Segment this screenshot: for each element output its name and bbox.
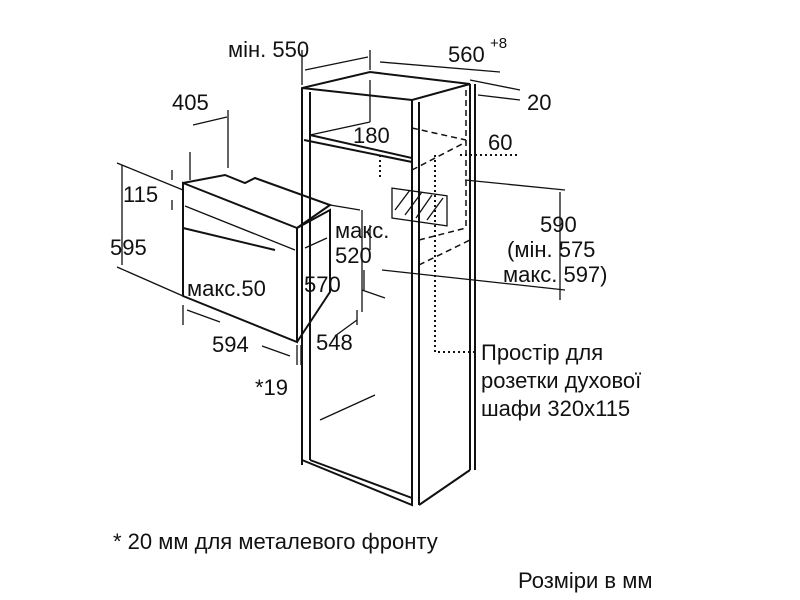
socket-note-line: шафи 320x115 [481,396,630,421]
dim-180: 180 [353,123,390,148]
dim-590: 590 [540,212,577,237]
socket-note: Простір для розетки духової шафи 320x115 [481,340,641,421]
dim-520: 520 [335,243,372,268]
dim-max-50: макс.50 [187,276,266,301]
dim-19: *19 [255,375,288,400]
dim-595: 595 [110,235,147,260]
footnote: * 20 мм для металевого фронту [113,529,438,554]
oven [182,173,361,344]
dim-590-max: макс. 597) [503,262,608,287]
socket-hatch [394,189,444,221]
dim-20: 20 [527,90,551,115]
socket-note-line: Простір для [481,340,603,365]
dim-560: 560 [448,42,485,67]
socket-note-line: розетки духової [481,368,641,393]
units-note: Розміри в мм [518,568,652,593]
dim-560-tolerance: +8 [490,35,507,52]
dim-405: 405 [172,90,209,115]
dim-570: 570 [304,272,341,297]
dimension-lines [116,50,566,365]
dim-60: 60 [488,130,512,155]
dim-115: 115 [123,182,158,207]
dim-548: 548 [316,330,353,355]
dim-min-550: мін. 550 [228,37,309,62]
dim-594: 594 [212,332,249,357]
dim-max-label: макс. [335,218,389,243]
dim-590-min: (мін. 575 [507,237,595,262]
dimension-labels: мін. 550 560 +8 20 405 180 60 115 595 ма… [110,35,608,400]
cabinet [301,70,520,507]
